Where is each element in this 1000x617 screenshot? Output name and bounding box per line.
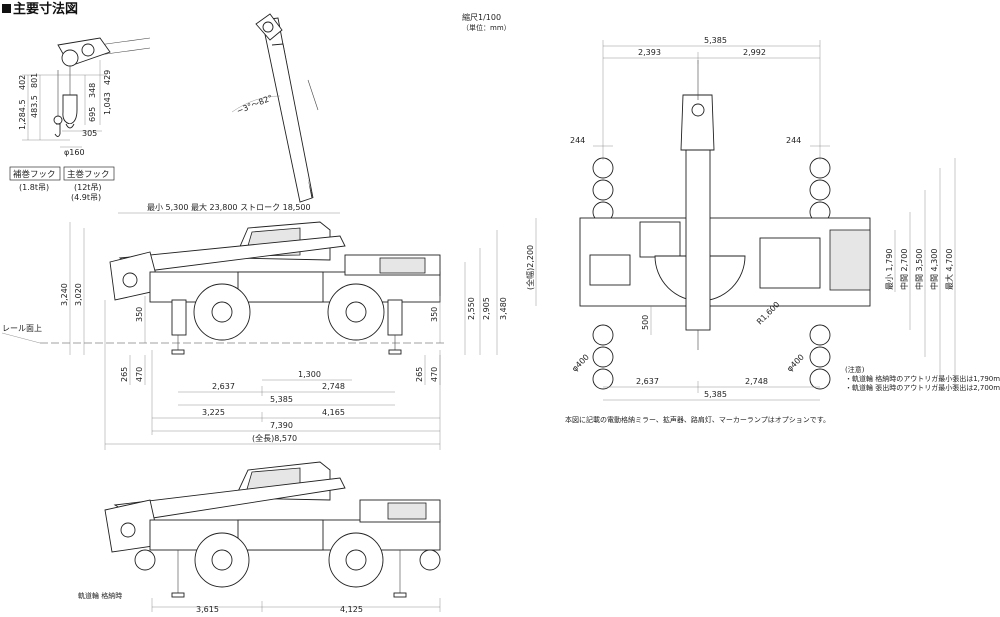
top-dim-4700: 最大 4,700 xyxy=(944,249,954,290)
dim-160: φ160 xyxy=(64,148,85,157)
dim-265-left: 265 xyxy=(120,367,129,382)
dim-2550: 2,550 xyxy=(467,297,476,320)
dim-402: 402 xyxy=(18,75,27,90)
top-dim-500: 500 xyxy=(641,315,650,330)
aux-hook-name: 補巻フック xyxy=(13,169,56,180)
dim-1300: 1,300 xyxy=(298,370,321,379)
stowed-view: 3,615 4,125 軌道輪 格納時 xyxy=(78,461,441,614)
main-hook-box xyxy=(63,166,115,181)
top-phi400-right: φ400 xyxy=(785,353,806,374)
dim-1043: 1,043 xyxy=(103,92,112,115)
aux-hook-box xyxy=(9,166,61,181)
top-dim-2393: 2,393 xyxy=(638,48,661,57)
dim-3615: 3,615 xyxy=(196,605,219,614)
top-dim-3500: 中間 3,500 xyxy=(914,249,924,290)
rail-label: レール面上 xyxy=(2,324,42,333)
main-hook-name: 主巻フック xyxy=(67,169,110,180)
dim-350-right: 350 xyxy=(430,307,439,322)
dim-5385: 5,385 xyxy=(270,395,293,404)
dim-350-left: 350 xyxy=(135,307,144,322)
dim-3020: 3,020 xyxy=(74,283,83,306)
top-dim-2637: 2,637 xyxy=(636,377,659,386)
dim-1284: 1,284.5 xyxy=(18,99,27,130)
top-dim-2700: 中間 2,700 xyxy=(899,249,909,290)
dim-3225: 3,225 xyxy=(202,408,225,417)
aux-hook-capacity: (1.8t吊) xyxy=(19,183,49,192)
side-dimensions: 最小 5,300 最大 23,800 ストローク 18,500 3,240 3,… xyxy=(60,202,508,450)
dim-2905: 2,905 xyxy=(482,297,491,320)
note-head: (注意) xyxy=(845,365,865,374)
top-dim-244-right: 244 xyxy=(786,136,801,145)
top-dim-2748: 2,748 xyxy=(745,377,768,386)
note-line-1: ・軌道輪 格納時のアウトリガ最小張出は1,790mm xyxy=(845,374,1000,383)
right-outrigger-pads xyxy=(809,157,831,390)
top-dim-5385-bottom: 5,385 xyxy=(704,390,727,399)
boom-length: 最小 5,300 最大 23,800 ストローク 18,500 xyxy=(147,202,311,212)
dim-801: 801 xyxy=(30,73,39,88)
dim-7390: 7,390 xyxy=(270,421,293,430)
page-title: 主要寸法図 xyxy=(2,0,78,17)
hook-detail: 483.5 801 1,284.5 402 348 429 695 1,043 … xyxy=(18,37,151,157)
dim-8570: (全長)8,570 xyxy=(252,433,297,443)
dim-470-right: 470 xyxy=(430,367,439,382)
raised-boom: −3°〜82° xyxy=(231,13,319,203)
side-view: レール面上 xyxy=(1,221,445,355)
top-phi400-left: φ400 xyxy=(570,353,591,374)
dim-483: 483.5 xyxy=(30,95,39,118)
main-hook-capacity-2: (4.9t吊) xyxy=(71,193,101,202)
main-hook-capacity-1: (12t吊) xyxy=(74,183,102,192)
scale-label: 縮尺1/100 xyxy=(462,12,501,22)
dim-305: 305 xyxy=(82,129,97,138)
title-square-icon xyxy=(2,4,11,13)
dim-2748: 2,748 xyxy=(322,382,345,391)
dim-348: 348 xyxy=(88,83,97,98)
boom-angle: −3°〜82° xyxy=(235,93,274,116)
stowed-label: 軌道輪 格納時 xyxy=(78,591,122,600)
top-dim-5385: 5,385 xyxy=(704,36,727,45)
top-width: (全幅)2,200 xyxy=(525,245,535,290)
dim-695: 695 xyxy=(88,107,97,122)
dim-4125: 4,125 xyxy=(340,605,363,614)
left-outrigger-pads xyxy=(592,157,614,390)
top-dim-2992: 2,992 xyxy=(743,48,766,57)
page-title-text: 主要寸法図 xyxy=(13,2,79,17)
unit-label: （単位：mm） xyxy=(462,23,511,32)
dim-265-right: 265 xyxy=(415,367,424,382)
top-dim-1790: 最小 1,790 xyxy=(885,249,894,290)
dim-429: 429 xyxy=(103,70,112,85)
footnote: 本図に記載の電動格納ミラー、拡声器、路肩灯、マーカーランプはオプションです。 xyxy=(565,415,830,424)
note-line-2: ・軌道輪 張出時のアウトリガ最小張出は2,700mm xyxy=(845,383,1000,392)
top-dim-4300: 中間 4,300 xyxy=(929,249,939,290)
dim-3480: 3,480 xyxy=(499,297,508,320)
dim-470-left: 470 xyxy=(135,367,144,382)
top-view xyxy=(579,60,871,390)
dim-4165: 4,165 xyxy=(322,408,345,417)
top-dim-244-left: 244 xyxy=(570,136,585,145)
dim-3240: 3,240 xyxy=(60,283,69,306)
dim-2637: 2,637 xyxy=(212,382,235,391)
